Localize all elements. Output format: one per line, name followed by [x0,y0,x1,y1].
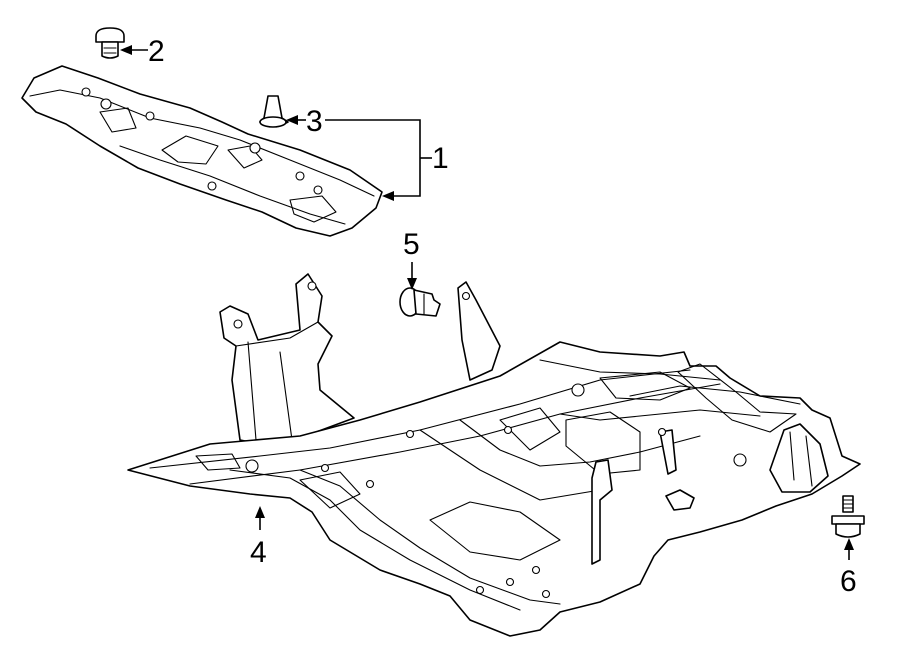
mounting-hole [295,171,305,181]
mounting-hole [145,111,155,121]
lower-splash-shield [127,273,861,637]
callout-5: 5 [403,228,420,261]
mounting-hole [313,185,323,195]
callout-2: 2 [148,35,165,68]
callout-6: 6 [840,565,857,598]
mounting-hole [249,142,261,154]
callout-4: 4 [250,536,267,569]
grommet [399,287,441,317]
mounting-hole [207,181,217,191]
push-clip [95,27,125,59]
leader-lines [120,45,854,560]
mounting-hole [100,98,112,110]
retainer-pin [259,95,289,128]
mounting-hole [81,87,91,97]
callout-3: 3 [306,105,323,138]
flange-bolt [831,495,865,538]
callout-1: 1 [432,142,449,175]
upper-splash-shield [21,65,383,237]
